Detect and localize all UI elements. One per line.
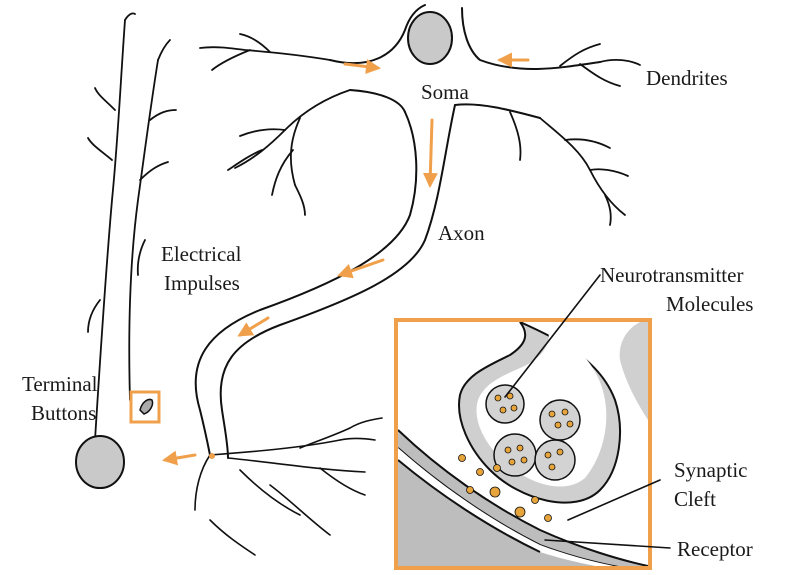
vesicle	[535, 440, 575, 480]
label-electrical: Electrical	[161, 242, 241, 267]
label-molecules: Molecules	[666, 292, 753, 317]
label-terminal: Terminal	[22, 372, 98, 397]
synapse-inset	[398, 322, 648, 570]
axon-terminal-dot	[209, 453, 215, 459]
label-synaptic: Synaptic	[674, 458, 748, 483]
label-neurotransmitter: Neurotransmitter	[600, 263, 743, 288]
label-dendrites: Dendrites	[646, 66, 728, 91]
molecule	[532, 497, 539, 504]
molecule	[515, 507, 525, 517]
molecule	[562, 409, 568, 415]
dendrites-right	[510, 44, 640, 225]
soma-nucleus	[408, 12, 452, 64]
molecule	[555, 422, 561, 428]
molecule	[494, 465, 501, 472]
label-cleft: Cleft	[674, 487, 716, 512]
molecule	[517, 445, 523, 451]
molecule	[521, 457, 527, 463]
molecule	[477, 469, 484, 476]
molecule	[549, 464, 555, 470]
vesicle	[486, 385, 524, 423]
label-receptor: Receptor	[677, 537, 753, 562]
molecule	[505, 447, 511, 453]
molecule	[545, 452, 551, 458]
molecule	[545, 515, 552, 522]
molecule	[467, 487, 474, 494]
molecule	[509, 459, 515, 465]
dendrites-left	[200, 34, 350, 215]
label-axon: Axon	[438, 221, 485, 246]
left-nucleus	[76, 436, 124, 488]
molecule	[459, 455, 466, 462]
molecule	[500, 407, 506, 413]
molecule	[567, 421, 573, 427]
label-buttons: Buttons	[31, 401, 96, 426]
molecule	[557, 449, 563, 455]
label-soma: Soma	[421, 80, 469, 105]
label-impulses: Impulses	[164, 271, 240, 296]
terminal-button	[140, 399, 153, 414]
molecule	[490, 487, 500, 497]
terminal-branches	[195, 418, 382, 555]
molecule	[549, 411, 555, 417]
left-neuron	[88, 13, 176, 440]
molecule	[495, 395, 501, 401]
molecule	[511, 405, 517, 411]
vesicle	[540, 400, 580, 440]
